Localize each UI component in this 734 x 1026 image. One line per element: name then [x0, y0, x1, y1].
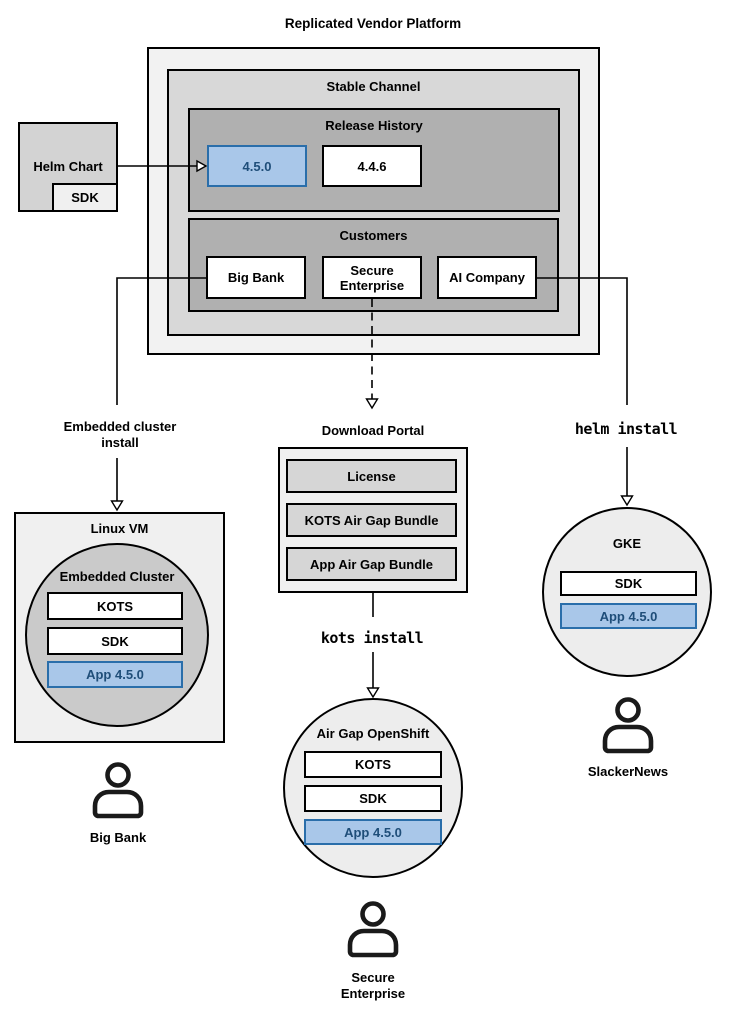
helm-install-command: helm install — [574, 420, 678, 438]
embedded-cluster-label: Embedded Cluster — [59, 569, 175, 584]
embedded-app-box: App 4.5.0 — [47, 661, 183, 688]
big-bank-user-label: Big Bank — [89, 830, 147, 845]
release-history-label: Release History — [325, 118, 423, 133]
kots-install-command: kots install — [320, 629, 424, 647]
gke-label: GKE — [612, 536, 642, 551]
linux-vm-label: Linux VM — [90, 521, 149, 536]
arrowhead-secure-to-portal — [365, 398, 379, 410]
arrowhead-embedded-install — [110, 500, 124, 512]
helm-chart-sdk-box: SDK — [52, 183, 118, 212]
openshift-sdk-box: SDK — [304, 785, 442, 812]
license-box: License — [286, 459, 457, 493]
embedded-kots-box: KOTS — [47, 592, 183, 620]
openshift-app-box: App 4.5.0 — [304, 819, 442, 845]
slackernews-user-label: SlackerNews — [587, 764, 669, 779]
gke-app-box: App 4.5.0 — [560, 603, 697, 629]
air-gap-openshift-label: Air Gap OpenShift — [316, 726, 430, 741]
arrowhead-helm-install — [620, 495, 634, 507]
arrowhead-kots-install — [366, 687, 380, 699]
embedded-sdk-box: SDK — [47, 627, 183, 655]
helm-chart-label: Helm Chart — [33, 159, 103, 174]
kots-air-gap-bundle-box: KOTS Air Gap Bundle — [286, 503, 457, 537]
person-icon-secure-enterprise — [345, 901, 401, 964]
person-icon-slackernews — [600, 697, 656, 760]
release-box-4-5-0: 4.5.0 — [207, 145, 307, 187]
customer-ai-company: AI Company — [437, 256, 537, 299]
release-box-4-4-6: 4.4.6 — [322, 145, 422, 187]
app-air-gap-bundle-box: App Air Gap Bundle — [286, 547, 457, 581]
gke-sdk-box: SDK — [560, 571, 697, 596]
person-icon-big-bank — [90, 762, 146, 825]
download-portal-label: Download Portal — [321, 423, 425, 438]
openshift-kots-box: KOTS — [304, 751, 442, 778]
stable-channel-label: Stable Channel — [326, 79, 421, 94]
customer-big-bank: Big Bank — [206, 256, 306, 299]
diagram-title: Replicated Vendor Platform — [284, 16, 462, 31]
customers-label: Customers — [339, 228, 408, 243]
